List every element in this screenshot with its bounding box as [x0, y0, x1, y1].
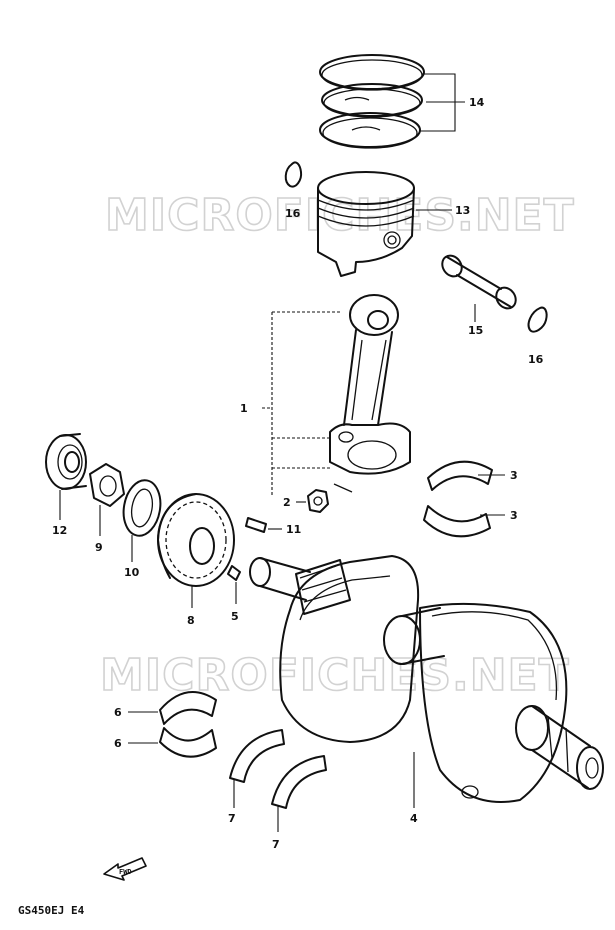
piston: [317, 171, 415, 277]
main-bearing-upper: [159, 691, 217, 725]
callout-6-bottom: 6: [114, 737, 122, 750]
callout-10: 10: [124, 566, 140, 579]
primary-drive-gear: [157, 493, 235, 587]
callout-16-left: 16: [285, 207, 301, 220]
crankshaft: [249, 555, 604, 803]
leader-14: [420, 73, 465, 132]
gear-key: [227, 565, 241, 581]
connecting-rod: [329, 294, 411, 475]
callout-7-right: 7: [272, 838, 280, 851]
callout-1: 1: [240, 402, 248, 415]
washer: [122, 479, 162, 537]
callout-6-top: 6: [114, 706, 122, 719]
fwd-label: FWD: [119, 868, 132, 876]
forward-arrow-icon: FWD: [103, 857, 147, 881]
woodruff-key: [245, 517, 267, 533]
conrod-bearing-lower: [423, 505, 491, 538]
piston-pin: [441, 254, 517, 310]
callout-3-top: 3: [510, 469, 518, 482]
callout-13: 13: [455, 204, 470, 217]
callout-14: 14: [469, 96, 485, 109]
callout-3-bottom: 3: [510, 509, 518, 522]
oil-seal: [45, 433, 87, 490]
conrod-bearing-upper: [427, 460, 493, 491]
conrod-nut: [307, 483, 353, 513]
piston-rings: [319, 54, 425, 149]
thrust-washer-left: [229, 729, 285, 783]
leader-3: [478, 474, 505, 516]
callout-2: 2: [283, 496, 291, 509]
callout-7-left: 7: [228, 812, 236, 825]
callout-4: 4: [410, 812, 418, 825]
leader-7: [233, 780, 279, 832]
callout-11: 11: [286, 523, 301, 536]
callout-8: 8: [187, 614, 195, 627]
callout-16-right: 16: [528, 353, 544, 366]
watermark-bottom: MICROFICHES.NET: [100, 650, 570, 701]
callout-12: 12: [52, 524, 67, 537]
leader-6: [128, 711, 158, 744]
callout-15: 15: [468, 324, 483, 337]
circlip-right: [527, 306, 548, 333]
leader-1: [262, 311, 340, 496]
main-bearing-lower: [159, 727, 217, 758]
crank-nut: [89, 463, 125, 507]
thrust-washer-right: [271, 755, 327, 809]
callout-5: 5: [231, 610, 239, 623]
circlip-left: [284, 161, 303, 188]
model-code: GS450EJ E4: [18, 904, 85, 917]
callout-9: 9: [95, 541, 103, 554]
